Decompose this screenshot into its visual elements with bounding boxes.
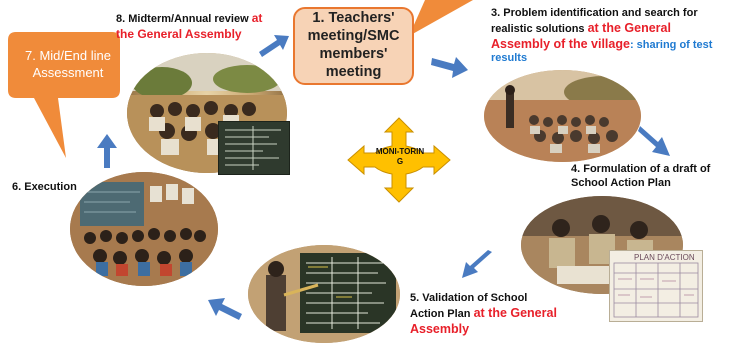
assessment-callout-shape <box>8 32 120 158</box>
step-7-label: 7. Mid/End line Assessment <box>25 48 111 80</box>
arrow-4-to-5 <box>462 250 492 278</box>
step-4-plan-sheet: PLAN D'ACTION <box>609 250 703 322</box>
arrow-6-to-7 <box>97 134 117 168</box>
step-6-photo <box>70 172 218 286</box>
step-1-label: 1. Teachers' meeting/SMC members' meetin… <box>307 10 400 80</box>
arrow-1-to-3 <box>431 57 468 78</box>
arrow-3-to-4 <box>638 126 670 156</box>
monitoring-label: MONI-TORING <box>375 147 425 166</box>
step-4-label: 4. Formulation of a draft of School Acti… <box>571 163 711 189</box>
arrow-5-to-6 <box>208 298 242 320</box>
step-1-box: 1. Teachers' meeting/SMC members' meetin… <box>293 7 414 85</box>
step-6-label: 6. Execution <box>12 181 77 193</box>
arrow-8-to-1 <box>259 35 289 57</box>
step-5-photo <box>248 245 400 343</box>
plan-sheet-title: PLAN D'ACTION <box>634 253 695 262</box>
step-8-label: 8. Midterm/Annual review at the General … <box>116 11 263 41</box>
step-3-label: 3. Problem identification and search for… <box>491 7 713 65</box>
orange-callout-tail <box>409 0 473 36</box>
step-5-label: 5. Validation of School Action Plan at t… <box>410 292 557 336</box>
step-3-photo <box>484 70 641 162</box>
monitoring-cross-arrow <box>347 117 451 203</box>
step-8-blackboard <box>218 121 290 175</box>
